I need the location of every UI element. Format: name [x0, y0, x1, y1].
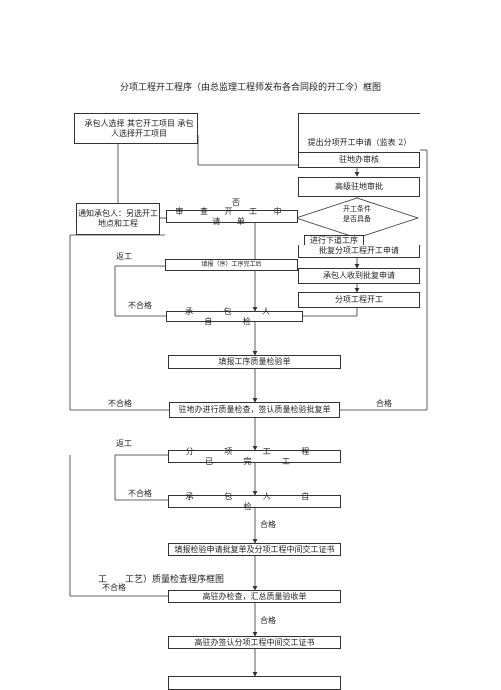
box-review-application-text: 审 查 开 工 申 请 单: [175, 206, 289, 226]
diagram-title: 分项工程开工程序（由总监理工程师发布各合同段的开工令）框图: [119, 83, 381, 93]
box-fill-handover-text: 填报检验申请批复单及分项工程中间交工证书: [174, 544, 335, 554]
label-unqualified-4: 不合格: [102, 583, 126, 592]
label-qualified-3: 合格: [260, 616, 276, 625]
label-unqualified-2: 不合格: [108, 399, 132, 408]
box-submit-application: 提出分项开工申请（监表 2）: [298, 113, 420, 155]
box-receive-approval: 承包人收到批复申请: [298, 268, 420, 284]
box-self-check-1-text: 承 包 人 自 检: [184, 306, 285, 326]
box-bottom: [168, 676, 341, 690]
box-fill-inspection-form-text: 填报工序质量检验单: [218, 357, 291, 367]
label-qualified-1: 合格: [376, 399, 392, 408]
box-resident-quality-check: 驻地办进行质量检查，签认质量检验批复单: [169, 402, 340, 418]
box-contractor-choose-text: 承包人选择 其它开工项目 承包人选择开工项目: [84, 118, 194, 138]
box-senior-sign-text: 高驻办签认分项工程中间交工证书: [194, 637, 315, 647]
label-unqualified-1: 不合格: [128, 301, 152, 310]
box-senior-review-text: 高级驻地审批: [335, 182, 383, 192]
box-fill-inspection-form: 填报工序质量检验单: [168, 355, 341, 369]
box-approve-application: 批复分项工程开工申请: [298, 245, 420, 258]
box-self-check-2: 承 包 人 自 检: [168, 491, 341, 511]
box-notify-contractor: 通知承包人：另选开工地点和工程: [76, 203, 160, 235]
box-contractor-choose: 承包人选择 其它开工项目 承包人选择开工项目: [74, 113, 198, 144]
box-senior-check: 高驻办检查，汇总质量验收单: [168, 590, 341, 603]
box-senior-review: 高级驻地审批: [298, 177, 420, 197]
box-review-application: 审 查 开 工 申 请 单: [166, 206, 298, 226]
label-qualified-2: 合格: [260, 520, 276, 529]
box-process-report-text: 填报（序）工序完工后: [201, 261, 262, 269]
diamond-text: 开工条件是否具备: [343, 205, 371, 223]
box-receive-approval-text: 承包人收到批复申请: [323, 271, 395, 281]
box-process-report: 填报（序）工序完工后: [165, 259, 298, 271]
box-senior-check-text: 高驻办检查，汇总质量验收单: [202, 591, 307, 601]
label-no: 否: [232, 198, 240, 207]
label-rework-2: 返工: [116, 439, 132, 448]
label-rework-1: 返工: [116, 252, 132, 261]
box-senior-sign: 高驻办签认分项工程中间交工证书: [168, 636, 341, 649]
subtitle: 工 工艺）质量检查程序框图: [98, 575, 225, 585]
box-submit-application-text: 提出分项开工申请（监表 2）: [307, 138, 412, 148]
box-fill-handover: 填报检验申请批复单及分项工程中间交工证书: [168, 543, 341, 556]
box-notify-contractor-text: 通知承包人：另选开工地点和工程: [78, 209, 158, 228]
box-self-check-1: 承 包 人 自 检: [166, 307, 303, 326]
box-proceed-next-text: 进行下道工序: [310, 236, 358, 246]
label-unqualified-3: 不合格: [128, 489, 152, 498]
box-completed-text: 分 项 工 程 已 完 工: [185, 446, 324, 466]
box-resident-quality-check-text: 驻地办进行质量检查，签认质量检验批复单: [178, 405, 331, 415]
box-start-work-text: 分项工程开工: [335, 295, 383, 305]
box-completed: 分 项 工 程 已 完 工: [168, 446, 341, 466]
box-resident-review-text: 驻地办审核: [339, 155, 379, 165]
box-resident-review: 驻地办审核: [298, 152, 420, 168]
box-approve-application-text: 批复分项工程开工申请: [319, 246, 399, 256]
box-start-work: 分项工程开工: [298, 292, 420, 308]
box-self-check-2-text: 承 包 人 自 检: [185, 491, 324, 511]
